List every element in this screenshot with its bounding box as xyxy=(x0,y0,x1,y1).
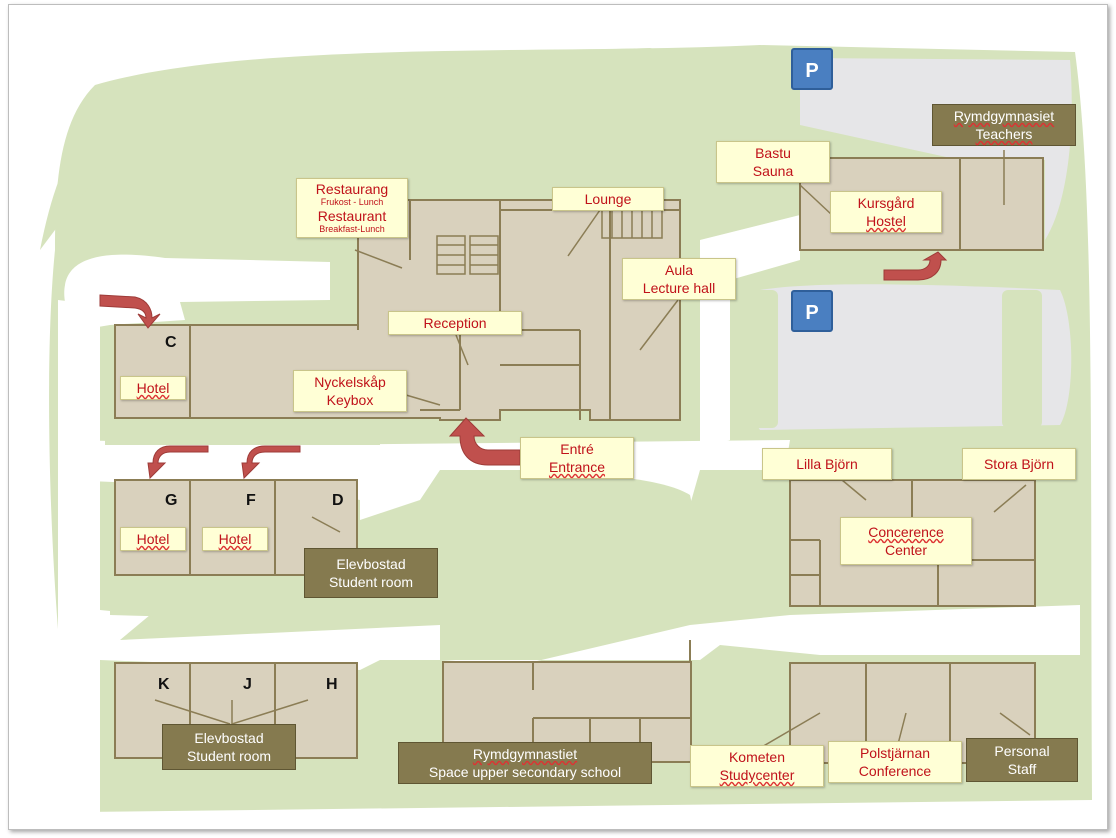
school-sv: Rymdgymnastiet xyxy=(472,746,578,762)
parking-sign-east: P xyxy=(791,290,833,332)
label-student-room-d: Elevbostad Student room xyxy=(304,548,438,598)
arrow-building-g xyxy=(147,445,209,480)
conference-line1: Concerence xyxy=(868,524,944,540)
student-room-kjh-sv: Elevbostad xyxy=(194,730,264,746)
restaurant-sv-hours: Frukost - Lunch xyxy=(320,197,384,207)
teachers-en: Teachers xyxy=(975,126,1033,142)
lecture-hall-en: Lecture hall xyxy=(642,280,716,296)
kometen-en: Studycenter xyxy=(719,767,795,783)
hostel-en: Hostel xyxy=(866,213,906,229)
entrance-sv: Entré xyxy=(560,441,594,457)
label-restaurant: Restaurang Frukost - Lunch Restaurant Br… xyxy=(296,178,408,238)
arrow-building-c xyxy=(99,294,161,329)
road-grass-edge xyxy=(80,815,1092,828)
building-letter-f: F xyxy=(246,492,256,509)
building-c xyxy=(114,324,191,419)
label-lecture-hall: Aula Lecture hall xyxy=(622,258,736,300)
student-room-d-en: Student room xyxy=(328,574,414,590)
label-rymdgymnastiet: Rymdgymnastiet Space upper secondary sch… xyxy=(398,742,652,784)
label-sauna: Bastu Sauna xyxy=(716,141,830,183)
label-conference-center: Concerence Center xyxy=(840,517,972,565)
sauna-en: Sauna xyxy=(752,163,794,179)
parking-lot-north xyxy=(800,58,1072,240)
label-personal-staff: Personal Staff xyxy=(966,738,1078,782)
hostel-sv: Kursgård xyxy=(857,195,915,211)
restaurant-en-hours: Breakfast-Lunch xyxy=(319,224,385,234)
building-letter-c: C xyxy=(165,334,177,351)
parking-letter: P xyxy=(805,302,819,324)
staff-en: Staff xyxy=(1007,761,1037,777)
leader-lines xyxy=(154,150,1031,749)
label-rymdgymnasiet-teachers: Rymdgymnasiet Teachers xyxy=(932,104,1076,146)
label-stora-bjorn: Stora Björn xyxy=(962,448,1076,480)
conference-line2: Center xyxy=(884,542,928,558)
entrance-arrows xyxy=(99,251,948,480)
restaurant-sv: Restaurang xyxy=(315,181,389,197)
teachers-sv: Rymdgymnasiet xyxy=(953,108,1055,124)
building-letter-k: K xyxy=(158,676,170,693)
kometen-sv: Kometen xyxy=(728,749,786,765)
label-student-room-kjh: Elevbostad Student room xyxy=(162,724,296,770)
restaurant-en: Restaurant xyxy=(317,208,387,224)
label-entrance: Entré Entrance xyxy=(520,437,634,479)
building-letter-j: J xyxy=(243,676,252,693)
label-hostel: Kursgård Hostel xyxy=(830,191,942,233)
grass-north-edge xyxy=(40,45,760,250)
building-letter-d: D xyxy=(332,492,344,509)
polstjarnan-en: Conference xyxy=(858,763,932,779)
keybox-en: Keybox xyxy=(326,392,374,408)
polstjarnan-sv: Polstjärnan xyxy=(859,745,931,761)
keybox-sv: Nyckelskåp xyxy=(314,374,386,390)
label-lilla-bjorn: Lilla Björn xyxy=(762,448,892,480)
label-lounge: Lounge xyxy=(552,187,664,211)
staff-sv: Personal xyxy=(994,743,1050,759)
parking-island-east xyxy=(1002,290,1042,428)
parking-island-west xyxy=(736,290,778,428)
label-kometen: Kometen Studycenter xyxy=(690,745,824,787)
school-en: Space upper secondary school xyxy=(428,764,622,780)
arrow-entrance xyxy=(448,417,521,466)
grass-patch-west xyxy=(105,418,380,445)
parking-letter: P xyxy=(805,60,819,82)
arrow-kursgard xyxy=(883,251,948,281)
parking-sign-north: P xyxy=(791,48,833,90)
road-west-inner xyxy=(64,254,330,330)
label-polstjarnan: Polstjärnan Conference xyxy=(828,741,962,783)
road-west-vertical xyxy=(58,300,100,820)
label-hotel-g: Hotel xyxy=(120,527,186,551)
grass-patch-center xyxy=(430,474,697,618)
entrance-en: Entrance xyxy=(548,459,606,475)
label-hotel-f: Hotel xyxy=(202,527,268,551)
building-letter-h: H xyxy=(326,676,338,693)
student-room-d-sv: Elevbostad xyxy=(336,556,406,572)
label-hotel-c: Hotel xyxy=(120,376,186,400)
label-reception: Reception xyxy=(388,311,522,335)
lecture-hall-sv: Aula xyxy=(664,262,694,278)
sauna-sv: Bastu xyxy=(755,145,791,161)
student-room-kjh-en: Student room xyxy=(186,748,272,764)
grass-patch-sw xyxy=(110,575,330,620)
label-keybox: Nyckelskåp Keybox xyxy=(293,370,407,412)
road-south xyxy=(70,600,1080,670)
building-letter-g: G xyxy=(165,492,178,509)
arrow-building-f xyxy=(241,445,301,480)
